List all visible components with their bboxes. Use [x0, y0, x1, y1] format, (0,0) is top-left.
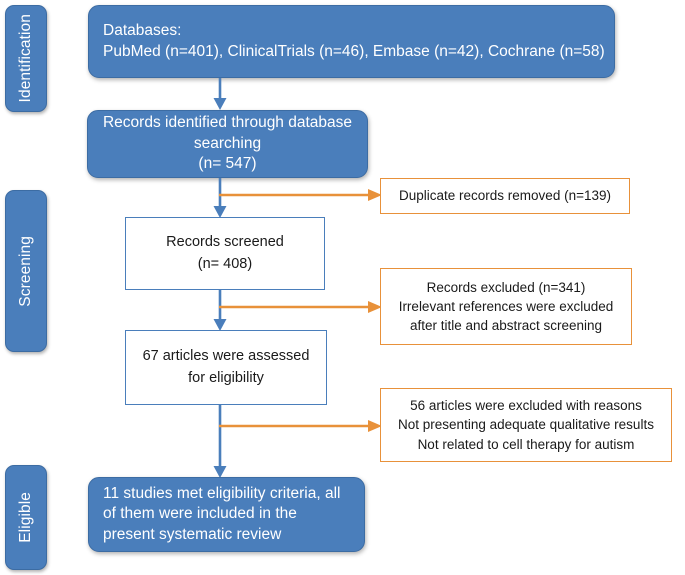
node-records-screened: Records screened (n= 408) — [125, 217, 325, 290]
exclusion-records-excluded-line1: Records excluded (n=341) — [426, 279, 586, 295]
phase-tab-eligible: Eligible — [5, 465, 47, 570]
arrow-records-screened-to-articles-assessed — [212, 290, 228, 332]
node-articles-assessed-line1: 67 articles were assessed — [142, 348, 310, 365]
node-databases: Databases: PubMed (n=401), ClinicalTrial… — [88, 5, 615, 78]
node-included-line1: 11 studies met eligibility criteria, all — [103, 484, 341, 502]
node-included-line3: present systematic review — [103, 525, 282, 543]
node-included-line2: of them were included in the — [103, 505, 297, 523]
arrow-records-identified-to-records-screened — [212, 178, 228, 219]
exclusion-articles-excluded-line1: 56 articles were excluded with reasons — [410, 398, 642, 414]
phase-tab-eligible-label: Eligible — [17, 492, 34, 543]
node-records-screened-line2: (n= 408) — [197, 255, 253, 272]
exclusion-records-excluded-line2: Irrelevant references were excluded — [398, 298, 614, 314]
exclusion-articles-excluded: 56 articles were excluded with reasons N… — [380, 388, 672, 462]
node-records-identified-line3: (n= 547) — [198, 155, 257, 173]
node-records-screened-line1: Records screened — [166, 234, 284, 251]
phase-tab-identification-label: Identification — [17, 14, 34, 103]
node-included-studies: 11 studies met eligibility criteria, all… — [88, 477, 365, 552]
arrow-to-articles-excluded — [219, 419, 384, 433]
exclusion-duplicates-line1: Duplicate records removed (n=139) — [399, 188, 611, 204]
phase-tab-screening-label: Screening — [17, 235, 34, 307]
node-records-identified: Records identified through database sear… — [87, 110, 368, 178]
exclusion-records-excluded-line3: after title and abstract screening — [409, 318, 603, 334]
arrow-articles-assessed-to-included — [212, 405, 228, 479]
node-records-identified-line2: searching — [193, 134, 262, 152]
arrow-to-duplicates-removed — [219, 188, 384, 202]
phase-tab-identification: Identification — [5, 5, 47, 112]
phase-tab-screening: Screening — [5, 190, 47, 352]
exclusion-articles-excluded-line2: Not presenting adequate qualitative resu… — [398, 417, 654, 433]
arrow-to-records-excluded — [219, 300, 384, 314]
exclusion-records-excluded: Records excluded (n=341) Irrelevant refe… — [380, 268, 632, 345]
node-databases-line1: Databases: — [103, 22, 182, 40]
node-articles-assessed: 67 articles were assessed for eligibilit… — [125, 330, 327, 405]
node-articles-assessed-line2: for eligibility — [188, 369, 264, 386]
arrow-databases-to-records-identified — [212, 78, 228, 111]
node-databases-line2: PubMed (n=401), ClinicalTrials (n=46), E… — [103, 42, 605, 60]
node-records-identified-line1: Records identified through database — [102, 114, 353, 132]
exclusion-duplicates-removed: Duplicate records removed (n=139) — [380, 178, 630, 214]
exclusion-articles-excluded-line3: Not related to cell therapy for autism — [417, 436, 635, 452]
